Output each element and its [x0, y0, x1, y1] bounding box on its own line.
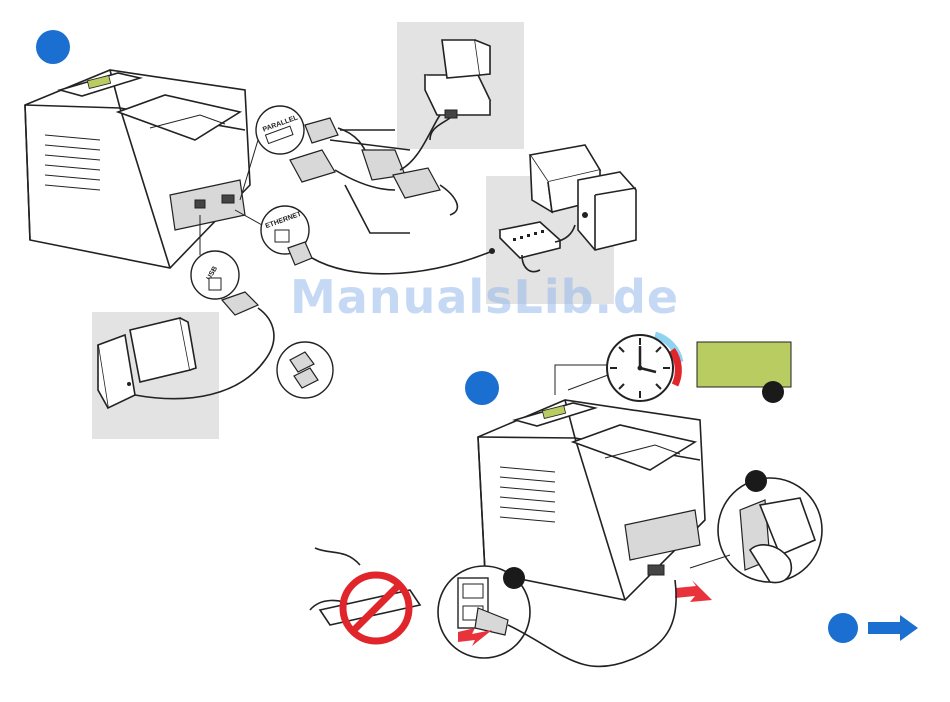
step-2-marker	[465, 371, 499, 405]
step-marker-dark	[503, 567, 525, 589]
insert-arrow-icon	[675, 580, 712, 602]
next-arrow-icon[interactable]	[868, 615, 918, 641]
lcd-display	[697, 342, 791, 403]
parallel-port-callout: PARALLEL	[256, 106, 304, 154]
printer-icon	[25, 70, 250, 268]
step-marker-dark	[762, 381, 784, 403]
usb-port-callout: USB	[191, 251, 239, 299]
step-marker-dark	[745, 470, 767, 492]
power-outlet-icon	[438, 566, 530, 658]
step-3-marker	[828, 613, 858, 643]
step-1-marker	[36, 30, 70, 64]
watermark: ManualsLib.de	[290, 270, 679, 324]
no-power-strip-icon	[310, 548, 420, 641]
clock-icon	[607, 335, 680, 401]
power-switch-callout	[718, 470, 822, 583]
